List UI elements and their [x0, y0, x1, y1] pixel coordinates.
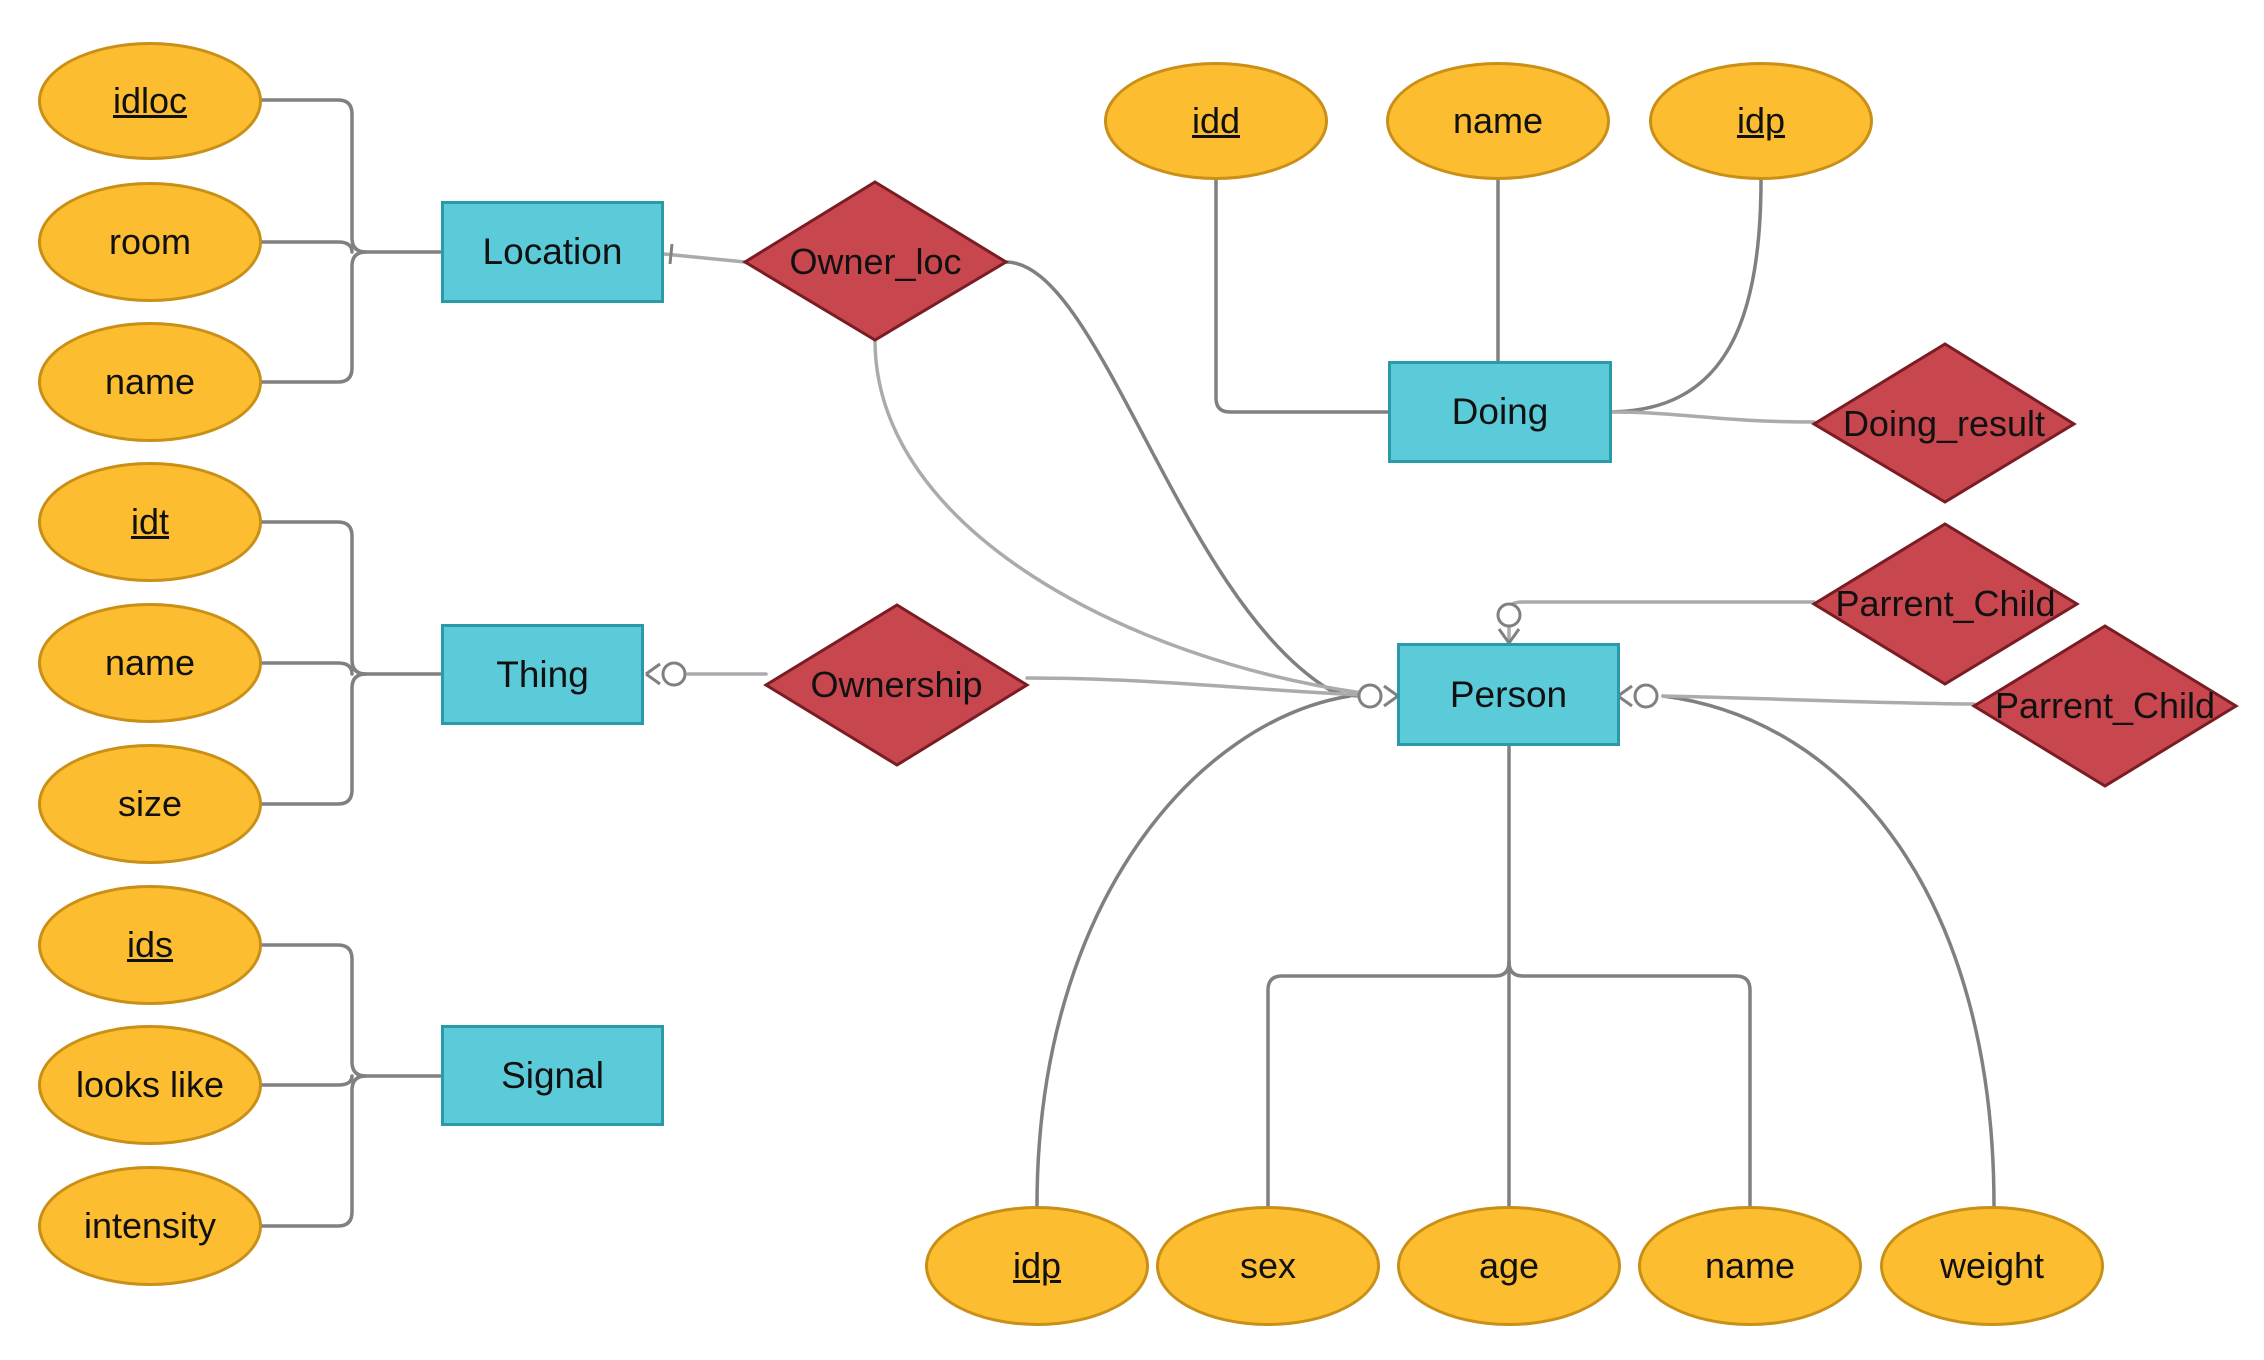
- crows-foot-person-top-b: [1507, 628, 1521, 644]
- crows-foot-person-right-circle: [1633, 683, 1659, 709]
- connector-signal-ids: [260, 943, 443, 1078]
- attribute-signal-looks-like[interactable]: looks like: [38, 1025, 262, 1145]
- attribute-doing-idd[interactable]: idd: [1104, 62, 1328, 180]
- connector-owner-loc-person-2: [873, 338, 1364, 695]
- entity-person[interactable]: Person: [1397, 643, 1620, 746]
- connector-signal-intensity: [260, 1074, 368, 1228]
- attribute-thing-idt[interactable]: idt: [38, 462, 262, 582]
- attribute-thing-size[interactable]: size: [38, 744, 262, 864]
- attribute-person-weight[interactable]: weight: [1880, 1206, 2104, 1326]
- crows-foot-person-left-a: [1383, 684, 1399, 698]
- crows-foot-person-left-b: [1383, 694, 1399, 708]
- attribute-person-name[interactable]: name: [1638, 1206, 1862, 1326]
- relationship-ownership-shape: [763, 603, 1030, 767]
- relationship-parrent-child-1[interactable]: Parrent_Child: [1835, 583, 2056, 624]
- attribute-signal-intensity[interactable]: intensity: [38, 1166, 262, 1286]
- connector-location-room: [260, 240, 354, 254]
- attribute-location-room[interactable]: room: [38, 182, 262, 302]
- crows-foot-person-top-a: [1497, 628, 1511, 644]
- relationship-parrent-child-2[interactable]: Parrent_Child: [1994, 685, 2216, 726]
- crows-foot-thing-a: [645, 662, 661, 676]
- connector-person-parrent-child-1: [1507, 600, 1816, 645]
- attribute-thing-name[interactable]: name: [38, 603, 262, 723]
- connector-person-weight: [1661, 694, 1996, 1208]
- connector-location-owner-loc: [662, 252, 747, 264]
- crows-foot-thing-b: [645, 672, 661, 686]
- crows-foot-person-left-circle: [1357, 683, 1383, 709]
- attribute-doing-idp[interactable]: idp: [1649, 62, 1873, 180]
- connector-ownership-person: [1025, 676, 1364, 697]
- relationship-doing-result-shape: [1811, 342, 2077, 504]
- connector-doing-idd: [1214, 178, 1390, 414]
- attribute-location-name[interactable]: name: [38, 322, 262, 442]
- crows-foot-person-right-b: [1617, 694, 1633, 708]
- relationship-ownership[interactable]: Ownership: [810, 664, 983, 705]
- connector-person-idp: [1035, 694, 1352, 1208]
- attribute-signal-ids[interactable]: ids: [38, 885, 262, 1005]
- crows-foot-person-right-a: [1617, 684, 1633, 698]
- connector-thing-idt: [260, 520, 443, 676]
- connector-person-sex: [1266, 960, 1511, 1208]
- attribute-person-idp[interactable]: idp: [925, 1206, 1149, 1326]
- crows-foot-location-bar: [668, 243, 674, 265]
- connector-thing-size: [260, 672, 368, 806]
- entity-location[interactable]: Location: [441, 201, 664, 303]
- connector-location-name: [260, 250, 368, 384]
- connector-signal-looks-like: [260, 1074, 354, 1087]
- connector-owner-loc-person: [1004, 260, 1364, 698]
- attribute-person-age[interactable]: age: [1397, 1206, 1621, 1326]
- connector-location-idloc: [260, 98, 443, 254]
- relationship-doing-result[interactable]: Doing_result: [1842, 403, 2046, 444]
- connector-doing-idp: [1610, 178, 1763, 414]
- attribute-doing-name[interactable]: name: [1386, 62, 1610, 180]
- relationship-parrent-child-1-shape: [1811, 522, 2080, 686]
- entity-signal[interactable]: Signal: [441, 1025, 664, 1126]
- connector-thing-name: [260, 661, 354, 676]
- attribute-location-idloc[interactable]: idloc: [38, 42, 262, 160]
- relationship-parrent-child-2-shape: [1971, 624, 2239, 788]
- connector-person-parrent-child-2: [1661, 694, 1976, 706]
- connector-person-name: [1507, 960, 1752, 1208]
- relationship-owner-loc[interactable]: Owner_loc: [789, 241, 962, 282]
- crows-foot-thing-circle: [661, 661, 687, 687]
- connector-doing-doing-result: [1610, 410, 1816, 424]
- entity-thing[interactable]: Thing: [441, 624, 644, 725]
- attribute-person-sex[interactable]: sex: [1156, 1206, 1380, 1326]
- crows-foot-person-top-circle: [1496, 602, 1522, 628]
- relationship-owner-loc-shape: [742, 180, 1009, 342]
- entity-doing[interactable]: Doing: [1388, 361, 1612, 463]
